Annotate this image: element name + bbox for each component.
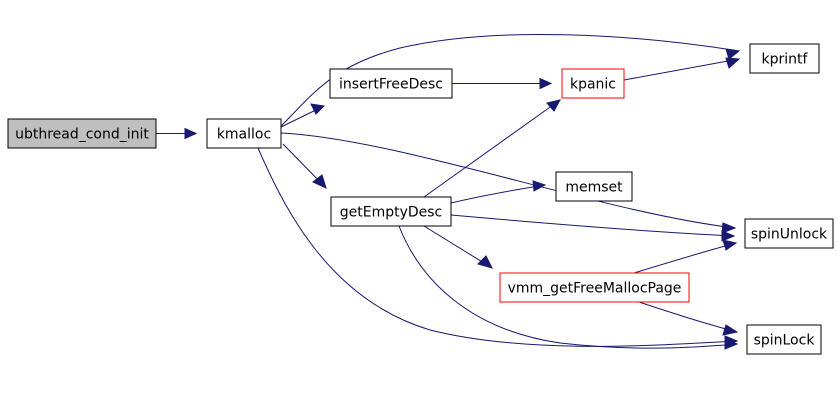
edge-line	[280, 33, 740, 127]
node-box[interactable]	[746, 324, 822, 355]
edge-kmalloc-to-insertFreeDesc	[280, 103, 326, 128]
arrowhead-icon	[477, 255, 493, 269]
arrowhead-icon	[312, 174, 327, 189]
edge-kmalloc-to-getEmptyDesc	[282, 143, 327, 189]
arrowhead-icon	[724, 338, 739, 350]
arrowhead-icon	[725, 48, 741, 60]
arrowhead-icon	[722, 239, 738, 251]
edge-line	[633, 242, 737, 274]
node-box[interactable]	[329, 68, 453, 99]
edge-getEmptyDesc-to-kpanic	[423, 99, 561, 198]
edge-line	[280, 132, 736, 229]
edge-line	[450, 214, 735, 237]
node-insertFreeDesc[interactable]: insertFreeDesc	[329, 68, 453, 99]
node-kprintf[interactable]: kprintf	[749, 43, 820, 74]
arrowhead-icon	[725, 57, 741, 69]
node-label: spinUnlock	[751, 227, 828, 243]
node-kmalloc[interactable]: kmalloc	[206, 118, 282, 149]
edges-layer	[156, 33, 741, 350]
edge-getEmptyDesc-to-vmm_getFreeMallocPage	[423, 225, 493, 269]
node-label: memset	[565, 180, 623, 196]
node-getEmptyDesc[interactable]: getEmptyDesc	[330, 196, 452, 227]
edge-getEmptyDesc-to-spinUnlock	[450, 214, 736, 242]
node-box[interactable]	[330, 196, 452, 227]
edge-line	[257, 147, 738, 347]
node-label: spinLock	[754, 333, 816, 349]
edge-getEmptyDesc-to-memset	[450, 180, 547, 204]
node-box[interactable]	[7, 118, 157, 149]
node-label: kmalloc	[217, 127, 271, 143]
node-label: ubthread_cond_init	[15, 127, 149, 143]
node-vmm_getFreeMallocPage[interactable]: vmm_getFreeMallocPage	[499, 272, 690, 303]
arrowhead-icon	[184, 127, 198, 140]
node-box[interactable]	[555, 171, 633, 202]
node-box[interactable]	[561, 68, 625, 99]
node-label: kprintf	[762, 52, 809, 68]
arrowhead-icon	[532, 180, 547, 192]
node-label: vmm_getFreeMallocPage	[508, 281, 682, 297]
edge-insertFreeDesc-to-kpanic	[452, 77, 553, 90]
node-box[interactable]	[206, 118, 282, 149]
edge-vmm_getFreeMallocPage-to-spinLock	[638, 301, 739, 336]
node-box[interactable]	[749, 43, 820, 74]
arrowhead-icon	[721, 222, 737, 234]
nodes-layer: ubthread_cond_init kmalloc insertFreeDesc k…	[7, 43, 834, 355]
arrowhead-icon	[539, 77, 553, 90]
node-label: insertFreeDesc	[339, 77, 443, 93]
arrowhead-icon	[722, 324, 739, 336]
edge-vmm_getFreeMallocPage-to-spinUnlock	[633, 239, 738, 274]
node-label: kpanic	[570, 77, 616, 93]
edge-line	[450, 184, 546, 204]
arrowhead-icon	[721, 230, 736, 242]
node-box[interactable]	[499, 272, 690, 303]
edge-kmalloc-to-kprintf	[280, 33, 741, 127]
edge-ubthread_cond_init-to-kmalloc	[156, 127, 198, 140]
node-ubthread_cond_init[interactable]: ubthread_cond_init	[7, 118, 157, 149]
node-box[interactable]	[744, 218, 834, 249]
edge-line	[623, 58, 740, 81]
arrowhead-icon	[310, 103, 326, 115]
node-memset[interactable]: memset	[555, 171, 633, 202]
edge-kmalloc-to-spinUnlock	[280, 132, 737, 234]
edge-kpanic-to-kprintf	[623, 57, 741, 81]
node-spinLock[interactable]: spinLock	[746, 324, 822, 355]
node-spinUnlock[interactable]: spinUnlock	[744, 218, 834, 249]
node-label: getEmptyDesc	[340, 205, 443, 221]
edge-kmalloc-to-spinLock	[257, 147, 739, 347]
edge-line	[423, 99, 561, 198]
node-kpanic[interactable]: kpanic	[561, 68, 625, 99]
edge-getEmptyDesc-to-spinLock	[398, 225, 739, 350]
arrowhead-icon	[546, 99, 561, 112]
edge-line	[398, 225, 738, 349]
edge-line	[638, 301, 738, 333]
